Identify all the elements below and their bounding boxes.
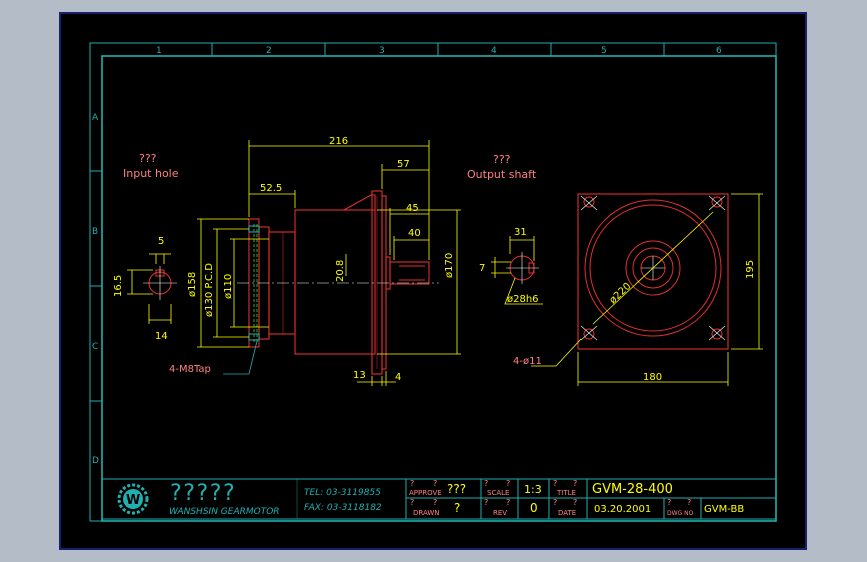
dim-overall: 216 (329, 136, 348, 147)
date-value: 03.20.2001 (594, 504, 651, 515)
svg-text:?: ? (506, 479, 510, 488)
company-logo: W (117, 483, 149, 515)
flange-circle-outer (584, 199, 722, 337)
dim-key-height: 31 (514, 227, 527, 238)
company-fax: FAX: 03-3118182 (304, 503, 382, 513)
dim-body: ø170 (444, 253, 455, 278)
dim-width: 180 (643, 372, 662, 383)
zone-col-3: 3 (379, 46, 385, 56)
input-hole-title: ??? (139, 152, 157, 165)
dim-pcd: ø130 P.C.D (204, 263, 215, 317)
dim-input-keyway: 5 (158, 236, 164, 247)
svg-text:?: ? (433, 498, 437, 507)
dim-shaft-45: 45 (406, 203, 419, 214)
inner-border (101, 55, 777, 522)
side-view-dims (197, 140, 461, 386)
output-shaft-dims (491, 236, 543, 305)
cad-viewport[interactable]: 1 2 3 4 5 6 A B C D ??? Input hole 5 16.… (59, 12, 807, 550)
input-hole-subtitle: Input hole (123, 167, 179, 180)
dim-flange-depth: 52.5 (260, 183, 282, 194)
dim-holes: 4-ø11 (513, 356, 542, 367)
drawn-label: DRAWN (413, 509, 440, 517)
svg-text:?: ? (687, 498, 691, 507)
shaft-boss-inner (632, 247, 674, 289)
flange-circle-inner (589, 204, 717, 332)
drawing-canvas: 1 2 3 4 5 6 A B C D ??? Input hole 5 16.… (89, 42, 777, 522)
dim-input-height: 16.5 (113, 275, 124, 297)
shaft-boss-outer (625, 240, 681, 296)
dim-shaft-tol: ø28h6 (507, 294, 539, 305)
svg-text:?: ? (433, 479, 437, 488)
zone-col-1: 1 (156, 46, 162, 56)
dim-bolt-circle: ø220 (608, 281, 634, 306)
front-center-lines (580, 195, 726, 341)
front-view-dims (531, 193, 763, 386)
svg-text:?: ? (410, 479, 414, 488)
zone-row-c: C (92, 342, 98, 352)
tap-leader (223, 340, 258, 375)
zone-row-d: D (92, 456, 99, 466)
rev-label: REV (493, 509, 507, 517)
zone-col-2: 2 (266, 46, 272, 56)
zone-col-4: 4 (491, 46, 497, 56)
svg-text:?: ? (506, 498, 510, 507)
input-hole-view: ??? Input hole 5 16.5 14 (113, 152, 179, 342)
zone-row-a: A (92, 113, 99, 123)
output-shaft-subtitle: Output shaft (467, 168, 537, 181)
drawn-value: ? (454, 501, 460, 515)
flange-square (577, 193, 729, 350)
date-label: DATE (558, 509, 576, 517)
title-label: TITLE (556, 489, 576, 497)
dim-inner: ø110 (223, 274, 234, 299)
dim-thk-4: 4 (395, 372, 401, 383)
svg-text:W: W (126, 493, 140, 508)
approve-label: APPROVE (409, 489, 442, 497)
svg-text:?: ? (573, 479, 577, 488)
dim-height: 195 (745, 260, 756, 279)
title-block-frame (101, 478, 777, 520)
svg-text:?: ? (553, 498, 557, 507)
svg-text:?: ? (410, 498, 414, 507)
drawing-title: GVM-28-400 (592, 482, 673, 497)
drawing-frame (89, 42, 777, 522)
input-hole-dims (127, 253, 172, 324)
dim-key-width: 7 (479, 263, 485, 274)
scale-label: SCALE (487, 489, 509, 497)
company-name-cjk: ????? (169, 481, 235, 506)
zone-labels: 1 2 3 4 5 6 A B C D (92, 46, 722, 466)
side-view: 216 52.5 57 45 40 ø158 ø130 P.C.D ø110 2… (169, 136, 461, 386)
title-block: W ????? WANSHSIN GEARMOTOR TEL: 03-31198… (101, 478, 777, 520)
zone-col-5: 5 (601, 46, 607, 56)
company-name: WANSHSIN GEARMOTOR (169, 507, 280, 517)
scale-value: 1:3 (524, 483, 542, 496)
company-tel: TEL: 03-3119855 (304, 488, 381, 498)
svg-text:?: ? (484, 498, 488, 507)
hidden-lines (253, 224, 258, 342)
dim-shaft-len: 57 (397, 159, 410, 170)
svg-text:?: ? (667, 498, 671, 507)
bolt-holes (583, 196, 723, 340)
output-shaft-title: ??? (493, 153, 511, 166)
approve-value: ??? (447, 482, 466, 496)
dwg-label: DWG NO (667, 510, 694, 517)
dim-input-bore: 14 (155, 331, 168, 342)
zone-col-6: 6 (716, 46, 722, 56)
svg-text:?: ? (553, 479, 557, 488)
rev-value: 0 (530, 501, 538, 515)
dwg-value: GVM-BB (704, 504, 744, 515)
output-shaft-view: ??? Output shaft 31 7 ø28h6 (467, 153, 543, 305)
zone-row-b: B (92, 227, 98, 237)
svg-text:?: ? (573, 498, 577, 507)
tap-label: 4-M8Tap (169, 364, 211, 375)
front-view: ø220 4-ø11 180 195 (513, 193, 763, 386)
dim-shaft-40: 40 (408, 228, 421, 239)
dim-thk-13: 13 (353, 370, 366, 381)
dim-pilot: ø158 (187, 272, 198, 297)
dim-shaft-dia: 20.8 (335, 260, 346, 282)
svg-text:?: ? (484, 479, 488, 488)
